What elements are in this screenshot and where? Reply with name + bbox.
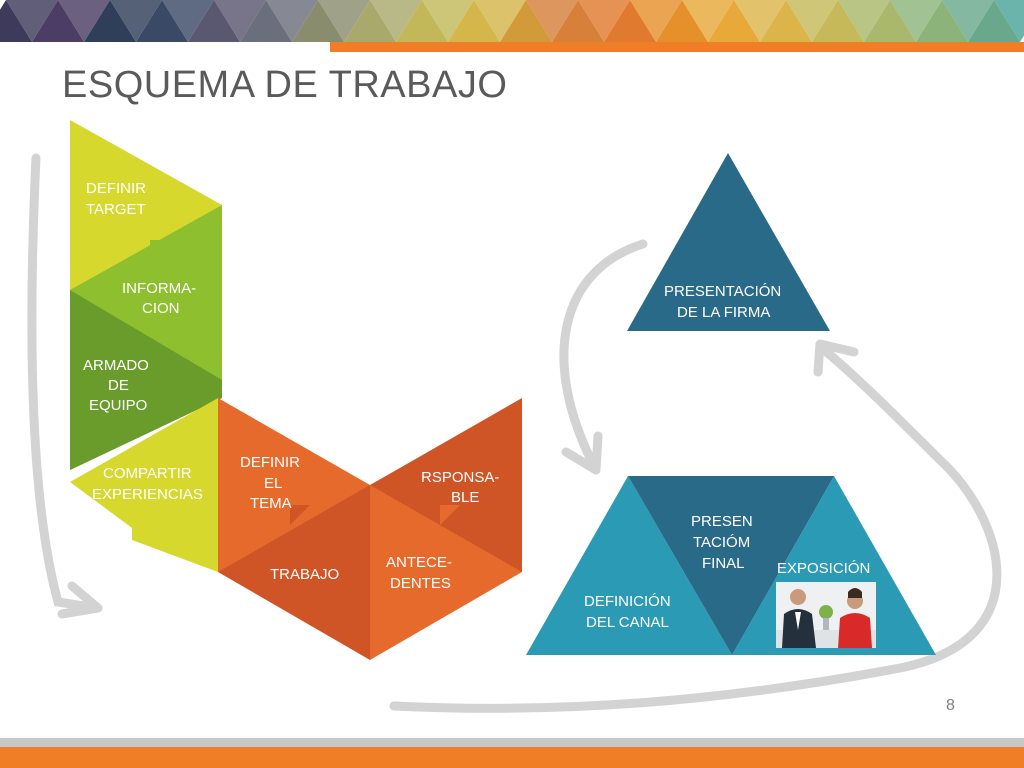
banner-triangle [890,0,942,42]
banner-triangle [916,0,968,42]
shape-armado-fill [70,380,222,470]
people-meeting-photo [776,582,876,648]
notch-3 [440,505,460,525]
footer-gray-bar [0,738,1024,747]
banner-triangle [266,0,318,42]
banner-triangle [500,0,552,42]
banner-triangle [786,0,838,42]
top-to-bottom-arrow-head [561,431,603,475]
banner-triangle [552,0,604,42]
label-definir-target: DEFINIR [86,180,146,197]
banner-triangle [760,0,812,42]
banner-triangle [812,0,864,42]
slide-title: ESQUEMA DE TRABAJO [62,64,508,106]
banner-triangle [734,0,786,42]
label-presentacion: PRESENTACIÓN [664,283,781,300]
triangle-presentacion-firma [627,153,830,331]
triangle-definicion-canal [526,476,732,655]
label-presen: PRESEN [691,513,753,530]
label-definir-tema-3: TEMA [250,495,292,512]
banner-triangle [84,0,136,42]
top-to-bottom-arrow [559,239,648,471]
banner-triangle [526,0,578,42]
banner-triangle [6,0,58,42]
shape-compartir [70,398,218,572]
banner-triangle [188,0,240,42]
banner-triangle [318,0,370,42]
shape-trabajo [218,485,370,660]
label-antecedentes: ANTECE- [386,554,452,571]
banner-triangle [838,0,890,42]
label-armado-2: DE [108,377,129,394]
shape-antecedentes [370,485,522,660]
label-compartir: COMPARTIR [103,465,192,482]
banner-triangle [604,0,656,42]
banner-triangle [448,0,500,42]
notch-1 [150,240,170,262]
banner-triangle [58,0,110,42]
banner-triangle [32,0,84,42]
banner-triangle [214,0,266,42]
banner-triangle [968,0,1020,42]
banner-triangle [136,0,188,42]
label-taciom: TACIÓM [693,534,750,551]
banner-triangle [344,0,396,42]
label-informacion-2: CION [142,300,180,317]
banner-triangle [682,0,734,42]
banner-triangle [0,0,32,42]
label-responsable-2: BLE [451,489,479,506]
banner-triangle [162,0,214,42]
label-trabajo: TRABAJO [270,566,339,583]
top-banner [0,0,1024,52]
page-number: 8 [946,697,955,714]
banner-triangle [110,0,162,42]
banner-triangle [994,0,1024,42]
label-exposicion: EXPOSICIÓN [777,560,870,577]
banner-triangle [864,0,916,42]
label-de-la-firma: DE LA FIRMA [677,304,770,321]
loop-arrow [389,343,1002,713]
label-definicion: DEFINICIÓN [584,593,671,610]
banner-triangle [396,0,448,42]
left-down-arrow [27,153,101,613]
banner-triangle [474,0,526,42]
banner-triangle [292,0,344,42]
label-responsable: RSPONSA- [421,469,499,486]
label-armado-3: EQUIPO [89,397,147,414]
banner-orange-strip [330,42,1024,52]
banner-triangle [942,0,994,42]
banner-triangle [370,0,422,42]
notch-2 [290,505,310,525]
triangle-presentacion-final [628,476,834,655]
label-definir-target-2: TARGET [86,201,146,218]
banner-triangle [578,0,630,42]
label-final: FINAL [702,555,745,572]
banner-triangle [656,0,708,42]
label-definir-tema-2: EL [264,475,282,492]
label-del-canal: DEL CANAL [586,614,669,631]
banner-triangle [240,0,292,42]
label-armado: ARMADO [83,357,149,374]
label-experiencias: EXPERIENCIAS [92,486,203,503]
banner-triangle [630,0,682,42]
banner-triangle [708,0,760,42]
footer-orange-bar [0,747,1024,768]
label-informacion: INFORMA- [122,280,196,297]
banner-triangle [422,0,474,42]
label-definir-tema: DEFINIR [240,454,300,471]
loop-arrow-head [813,339,859,377]
label-antecedentes-2: DENTES [390,575,451,592]
left-arrow-head [57,581,103,619]
